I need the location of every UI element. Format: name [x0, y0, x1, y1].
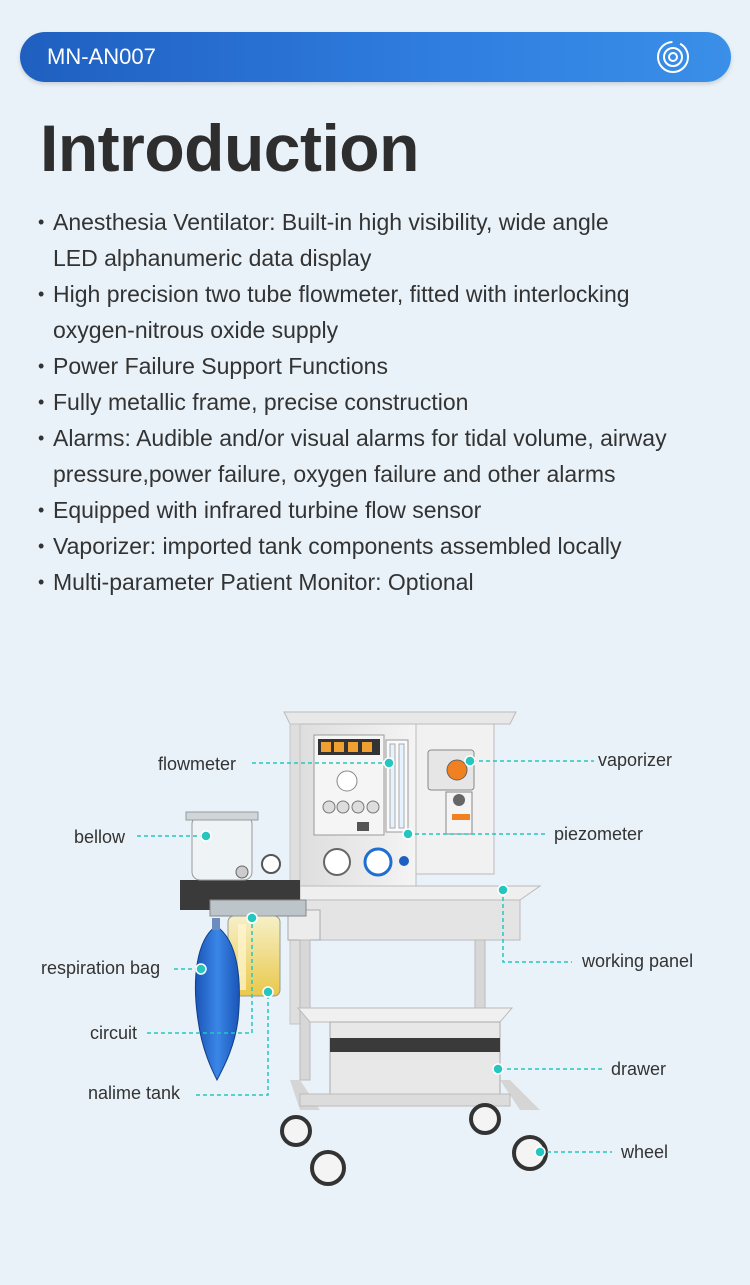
model-name: MN-AN007	[47, 44, 156, 69]
label-bellow: bellow	[74, 827, 126, 847]
feature-item: Power Failure Support Functions	[38, 348, 738, 384]
feature-text: Equipped with infrared turbine flow sens…	[53, 497, 482, 523]
feature-text: Anesthesia Ventilator: Built-in high vis…	[53, 209, 609, 235]
label-circuit: circuit	[90, 1023, 138, 1043]
model-banner: MN-AN007	[20, 32, 731, 82]
feature-text: Power Failure Support Functions	[53, 353, 388, 379]
feature-text: Vaporizer: imported tank components asse…	[53, 533, 622, 559]
feature-item: Vaporizer: imported tank components asse…	[38, 528, 738, 564]
page-title: Introduction	[40, 111, 419, 185]
feature-item: Equipped with infrared turbine flow sens…	[38, 492, 738, 528]
label-wheel: wheel	[621, 1142, 669, 1162]
feature-item: Anesthesia Ventilator: Built-in high vis…	[38, 204, 738, 276]
feature-text-cont: pressure,power failure, oxygen failure a…	[53, 461, 616, 487]
feature-text: Fully metallic frame, precise constructi…	[53, 389, 469, 415]
label-respiration-bag: respiration bag	[41, 958, 161, 978]
feature-item: Multi-parameter Patient Monitor: Optiona…	[38, 564, 738, 600]
label-piezometer: piezometer	[554, 824, 644, 844]
feature-text-cont: oxygen-nitrous oxide supply	[53, 317, 339, 343]
feature-text-cont: LED alphanumeric data display	[53, 245, 372, 271]
feature-list: Anesthesia Ventilator: Built-in high vis…	[38, 204, 738, 600]
label-nalime-tank: nalime tank	[88, 1083, 181, 1103]
label-drawer: drawer	[611, 1059, 667, 1079]
feature-text: Multi-parameter Patient Monitor: Optiona…	[53, 569, 474, 595]
feature-text: High precision two tube flowmeter, fitte…	[53, 281, 630, 307]
feature-item: Fully metallic frame, precise constructi…	[38, 384, 738, 420]
anesthesia-machine-illustration	[137, 711, 612, 1186]
target-icon	[657, 41, 689, 73]
label-working-panel: working panel	[582, 951, 694, 971]
label-flowmeter: flowmeter	[158, 754, 237, 774]
feature-item: Alarms: Audible and/or visual alarms for…	[38, 420, 738, 492]
machine-diagram: flowmeter vaporizer bellow piezometer wo…	[0, 640, 750, 1280]
feature-text: Alarms: Audible and/or visual alarms for…	[53, 425, 667, 451]
label-vaporizer: vaporizer	[598, 750, 673, 770]
feature-item: High precision two tube flowmeter, fitte…	[38, 276, 738, 348]
